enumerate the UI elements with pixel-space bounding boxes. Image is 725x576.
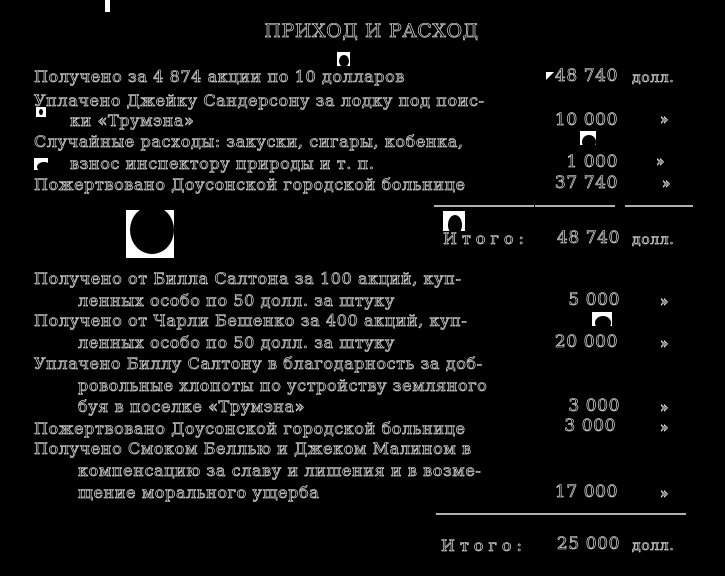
entry-text: Пожертвовано Доусонской городской больни… <box>34 419 466 438</box>
total-amount: 48 740 <box>556 228 620 249</box>
entry-text: Получено Смоком Беллью и Джеком Малином … <box>34 439 472 458</box>
entry-text: ленных особо по 50 долл. за штуку <box>78 333 395 352</box>
entry-amount: 20 000 <box>554 332 618 353</box>
entry-text: Уплачено Джейку Сандерсону за лодку под … <box>34 91 485 110</box>
total-unit: долл. <box>632 538 675 555</box>
entry-unit: » <box>660 420 670 437</box>
entry-unit: » <box>656 154 666 171</box>
page-title: ПРИХОД И РАСХОД <box>264 20 479 43</box>
scan-artifact <box>337 52 350 67</box>
entry-text: взнос инспектору природы и т. п. <box>70 154 375 173</box>
entry-text: ровольные хлопоты по устройству земляног… <box>78 376 488 395</box>
total-label: Итого: <box>443 229 529 248</box>
total-divider <box>434 205 534 207</box>
scan-artifact <box>34 158 51 172</box>
entry-text: Получено от Билла Салтона за 100 акций, … <box>34 269 462 288</box>
entry-amount: 37 740 <box>554 173 618 194</box>
total-unit: долл. <box>632 232 675 249</box>
entry-text: буя в поселке «Трумэна» <box>78 397 306 416</box>
scan-artifact <box>443 211 465 235</box>
scan-artifact <box>126 206 174 258</box>
entry-text: ленных особо по 50 долл. за штуку <box>78 291 395 310</box>
entry-text: Случайные расходы: закуски, сигары, кобе… <box>34 132 464 151</box>
total-amount: 25 000 <box>556 534 620 555</box>
entry-unit: » <box>660 400 670 417</box>
entry-amount: 48 740 <box>554 66 618 87</box>
entry-amount: 3 000 <box>568 396 620 417</box>
entry-unit: » <box>660 336 670 353</box>
entry-amount: 3 000 <box>564 416 616 437</box>
entry-unit: » <box>660 112 670 129</box>
entry-text: Получено за 4 874 акции по 10 долларов <box>34 67 405 86</box>
total-divider <box>436 513 686 515</box>
total-divider <box>625 205 693 207</box>
entry-unit: » <box>660 486 670 503</box>
entry-amount: 1 000 <box>566 152 618 173</box>
total-label: Итого: <box>441 536 527 555</box>
entry-unit: » <box>660 294 670 311</box>
entry-text: Уплачено Биллу Салтону в благодарность з… <box>34 354 483 373</box>
entry-amount: 10 000 <box>554 110 618 131</box>
entry-text: компенсацию за славу и лишения и в возме… <box>78 461 482 480</box>
entry-unit: долл. <box>632 70 675 87</box>
scan-artifact <box>105 0 110 12</box>
entry-text: Пожертвовано Доусонской городской больни… <box>34 175 466 194</box>
entry-unit: » <box>662 176 672 193</box>
entry-amount: 5 000 <box>568 290 620 311</box>
entry-text: щение морального ущерба <box>78 483 320 502</box>
total-divider <box>535 205 615 207</box>
entry-text: Получено от Чарли Бешенко за 400 акций, … <box>34 311 468 330</box>
scan-artifact <box>580 131 596 149</box>
scan-artifact <box>36 107 46 117</box>
scan-artifact <box>546 72 554 80</box>
scan-artifact <box>592 312 612 330</box>
entry-amount: 17 000 <box>554 482 618 503</box>
entry-text: ки «Трумэна» <box>70 111 195 130</box>
